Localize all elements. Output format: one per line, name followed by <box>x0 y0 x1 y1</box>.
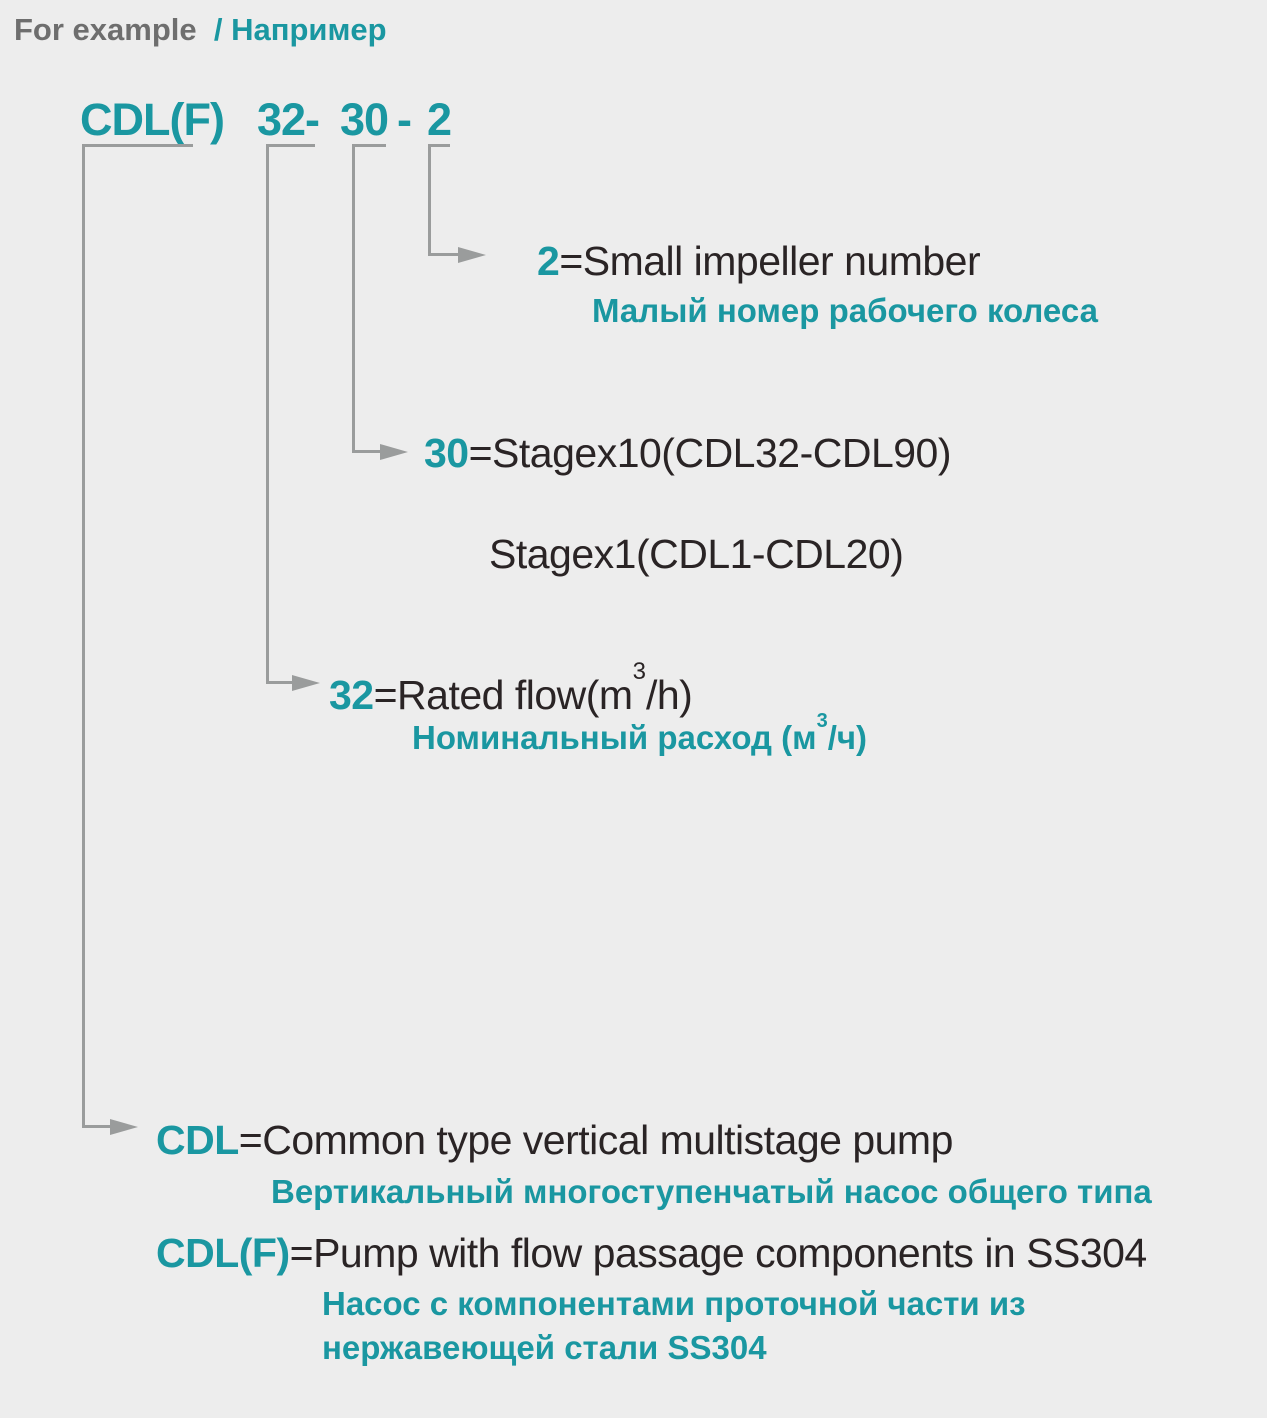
flow-ru-post: /ч) <box>827 719 868 756</box>
flow-sup-ru: 3 <box>816 710 828 732</box>
connector-series-top <box>82 144 193 147</box>
stage-text-en: =Stagex10(CDL32-CDL90) <box>468 430 952 476</box>
connector-stage-shaft <box>352 450 382 453</box>
connector-impeller-shaft <box>428 253 460 256</box>
impeller-explanation-ru: Малый номер рабочего колеса <box>592 292 1098 329</box>
cdl-text-en: =Common type vertical multistage pump <box>238 1117 954 1163</box>
model-dash: - <box>397 94 412 145</box>
stage-code: 30 <box>424 430 469 476</box>
impeller-text-en: =Small impeller number <box>559 238 981 284</box>
connector-impeller-vertical <box>428 144 431 256</box>
connector-flow-vertical <box>266 144 269 684</box>
flow-explanation-ru: Номинальный расход (м3/ч) <box>412 710 868 757</box>
connector-stage-vertical <box>352 144 355 453</box>
connector-stage-top <box>352 144 386 147</box>
model-stage: 30 <box>340 94 389 145</box>
stage-explanation-line2: Stagex1(CDL1-CDL20) <box>489 531 904 577</box>
model-impeller: 2 <box>427 94 452 145</box>
cdlf-code: CDL(F) <box>156 1230 290 1276</box>
arrow-impeller-icon <box>458 246 486 263</box>
model-series: CDL(F) <box>80 94 225 145</box>
cdlf-explanation-ru-line1: Насос с компонентами проточной части из <box>322 1285 1026 1322</box>
arrow-stage-icon <box>380 443 408 460</box>
model-flow: 32- <box>257 94 320 145</box>
flow-text-post: /h) <box>645 672 693 718</box>
impeller-code: 2 <box>537 238 560 284</box>
arrow-series-icon <box>110 1118 138 1135</box>
title-english: For example <box>14 12 197 47</box>
flow-sup-en: 3 <box>632 658 646 686</box>
flow-code: 32 <box>329 672 374 718</box>
title-russian: / Например <box>213 12 387 47</box>
connector-flow-shaft <box>266 681 294 684</box>
flow-ru-pre: Номинальный расход (м <box>412 719 817 756</box>
flow-explanation-en: 32=Rated flow(m3/h) <box>329 658 693 719</box>
cdlf-text-en: =Pump with flow passage components in SS… <box>289 1230 1148 1276</box>
page-title: For example / Например <box>14 12 387 48</box>
cdl-code: CDL <box>156 1117 239 1163</box>
connector-flow-top <box>266 144 315 147</box>
impeller-explanation-en: 2=Small impeller number <box>537 238 981 285</box>
cdlf-explanation-ru-line2: нержавеющей стали SS304 <box>322 1329 767 1366</box>
cdl-explanation-en: CDL=Common type vertical multistage pump <box>156 1117 953 1164</box>
connector-impeller-top <box>428 144 450 147</box>
arrow-flow-icon <box>292 674 320 691</box>
flow-text-pre: =Rated flow(m <box>373 672 633 718</box>
cdl-explanation-ru: Вертикальный многоступенчатый насос обще… <box>271 1173 1152 1210</box>
stage-explanation-en: 30=Stagex10(CDL32-CDL90) <box>424 430 952 477</box>
connector-series-shaft <box>82 1125 112 1128</box>
connector-series-vertical <box>82 144 85 1128</box>
cdlf-explanation-en: CDL(F)=Pump with flow passage components… <box>156 1230 1147 1277</box>
